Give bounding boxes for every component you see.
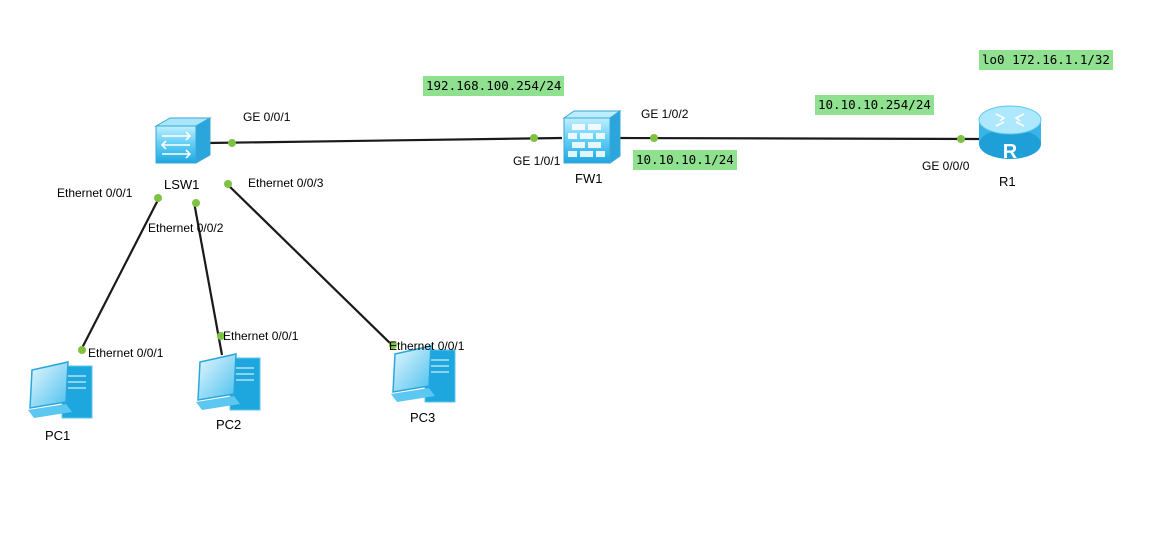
- pc2-icon[interactable]: [196, 353, 261, 411]
- device-name-r1: R1: [999, 174, 1016, 189]
- note-fw1-outside-ip[interactable]: 10.10.10.1/24: [633, 150, 737, 170]
- device-name-pc1: PC1: [45, 428, 71, 443]
- port-dot-pc1-e001[interactable]: [78, 346, 86, 354]
- port-label-pc1-e001: Ethernet 0/0/1: [88, 346, 164, 360]
- port-dot-fw1-ge101[interactable]: [530, 134, 538, 142]
- port-dot-fw1-ge102[interactable]: [650, 134, 658, 142]
- links: [79, 136, 981, 356]
- device-name-lsw1: LSW1: [164, 177, 200, 192]
- link-lsw1-fw1[interactable]: [207, 136, 563, 145]
- port-dots: [78, 134, 965, 354]
- svg-text:R: R: [1003, 141, 1018, 163]
- port-label-lsw1-e002: Ethernet 0/0/2: [148, 221, 224, 235]
- router-icon[interactable]: R: [978, 105, 1042, 163]
- device-name-fw1: FW1: [575, 171, 603, 186]
- port-label-pc2-e001: Ethernet 0/0/1: [223, 329, 299, 343]
- link-lsw1-pc2[interactable]: [192, 201, 224, 356]
- port-label-lsw1-ge001: GE 0/0/1: [243, 110, 291, 124]
- port-label-pc3-e001: Ethernet 0/0/1: [389, 339, 465, 353]
- link-fw1-r1[interactable]: [617, 136, 981, 141]
- port-label-fw1-ge101: GE 1/0/1: [513, 154, 561, 168]
- port-label-lsw1-e001: Ethernet 0/0/1: [57, 186, 133, 200]
- port-dot-lsw1-e002[interactable]: [192, 199, 200, 207]
- pc1-icon[interactable]: [28, 361, 93, 419]
- port-dot-r1-ge000[interactable]: [957, 135, 965, 143]
- note-fw1-inside-ip[interactable]: 192.168.100.254/24: [423, 76, 565, 96]
- note-r1-lo0-ip[interactable]: lo0 172.16.1.1/32: [979, 50, 1113, 70]
- device-name-pc3: PC3: [410, 410, 436, 425]
- port-label-r1-ge000: GE 0/0/0: [922, 159, 970, 173]
- firewall-icon[interactable]: [562, 110, 622, 164]
- link-lsw1-pc1[interactable]: [79, 195, 161, 353]
- switch-icon[interactable]: [154, 117, 212, 164]
- port-dot-lsw1-e003[interactable]: [224, 180, 232, 188]
- port-dot-lsw1-ge001[interactable]: [228, 139, 236, 147]
- port-dot-pc3-e001[interactable]: [389, 341, 397, 349]
- port-dot-pc2-e001[interactable]: [217, 332, 225, 340]
- port-label-fw1-ge102: GE 1/0/2: [641, 107, 689, 121]
- pc3-icon[interactable]: [391, 345, 456, 403]
- port-dot-lsw1-e001[interactable]: [154, 194, 162, 202]
- device-name-pc2: PC2: [216, 417, 242, 432]
- port-label-lsw1-e003: Ethernet 0/0/3: [248, 176, 324, 190]
- note-r1-ge000-ip[interactable]: 10.10.10.254/24: [815, 95, 934, 115]
- link-lsw1-pc3[interactable]: [225, 182, 396, 349]
